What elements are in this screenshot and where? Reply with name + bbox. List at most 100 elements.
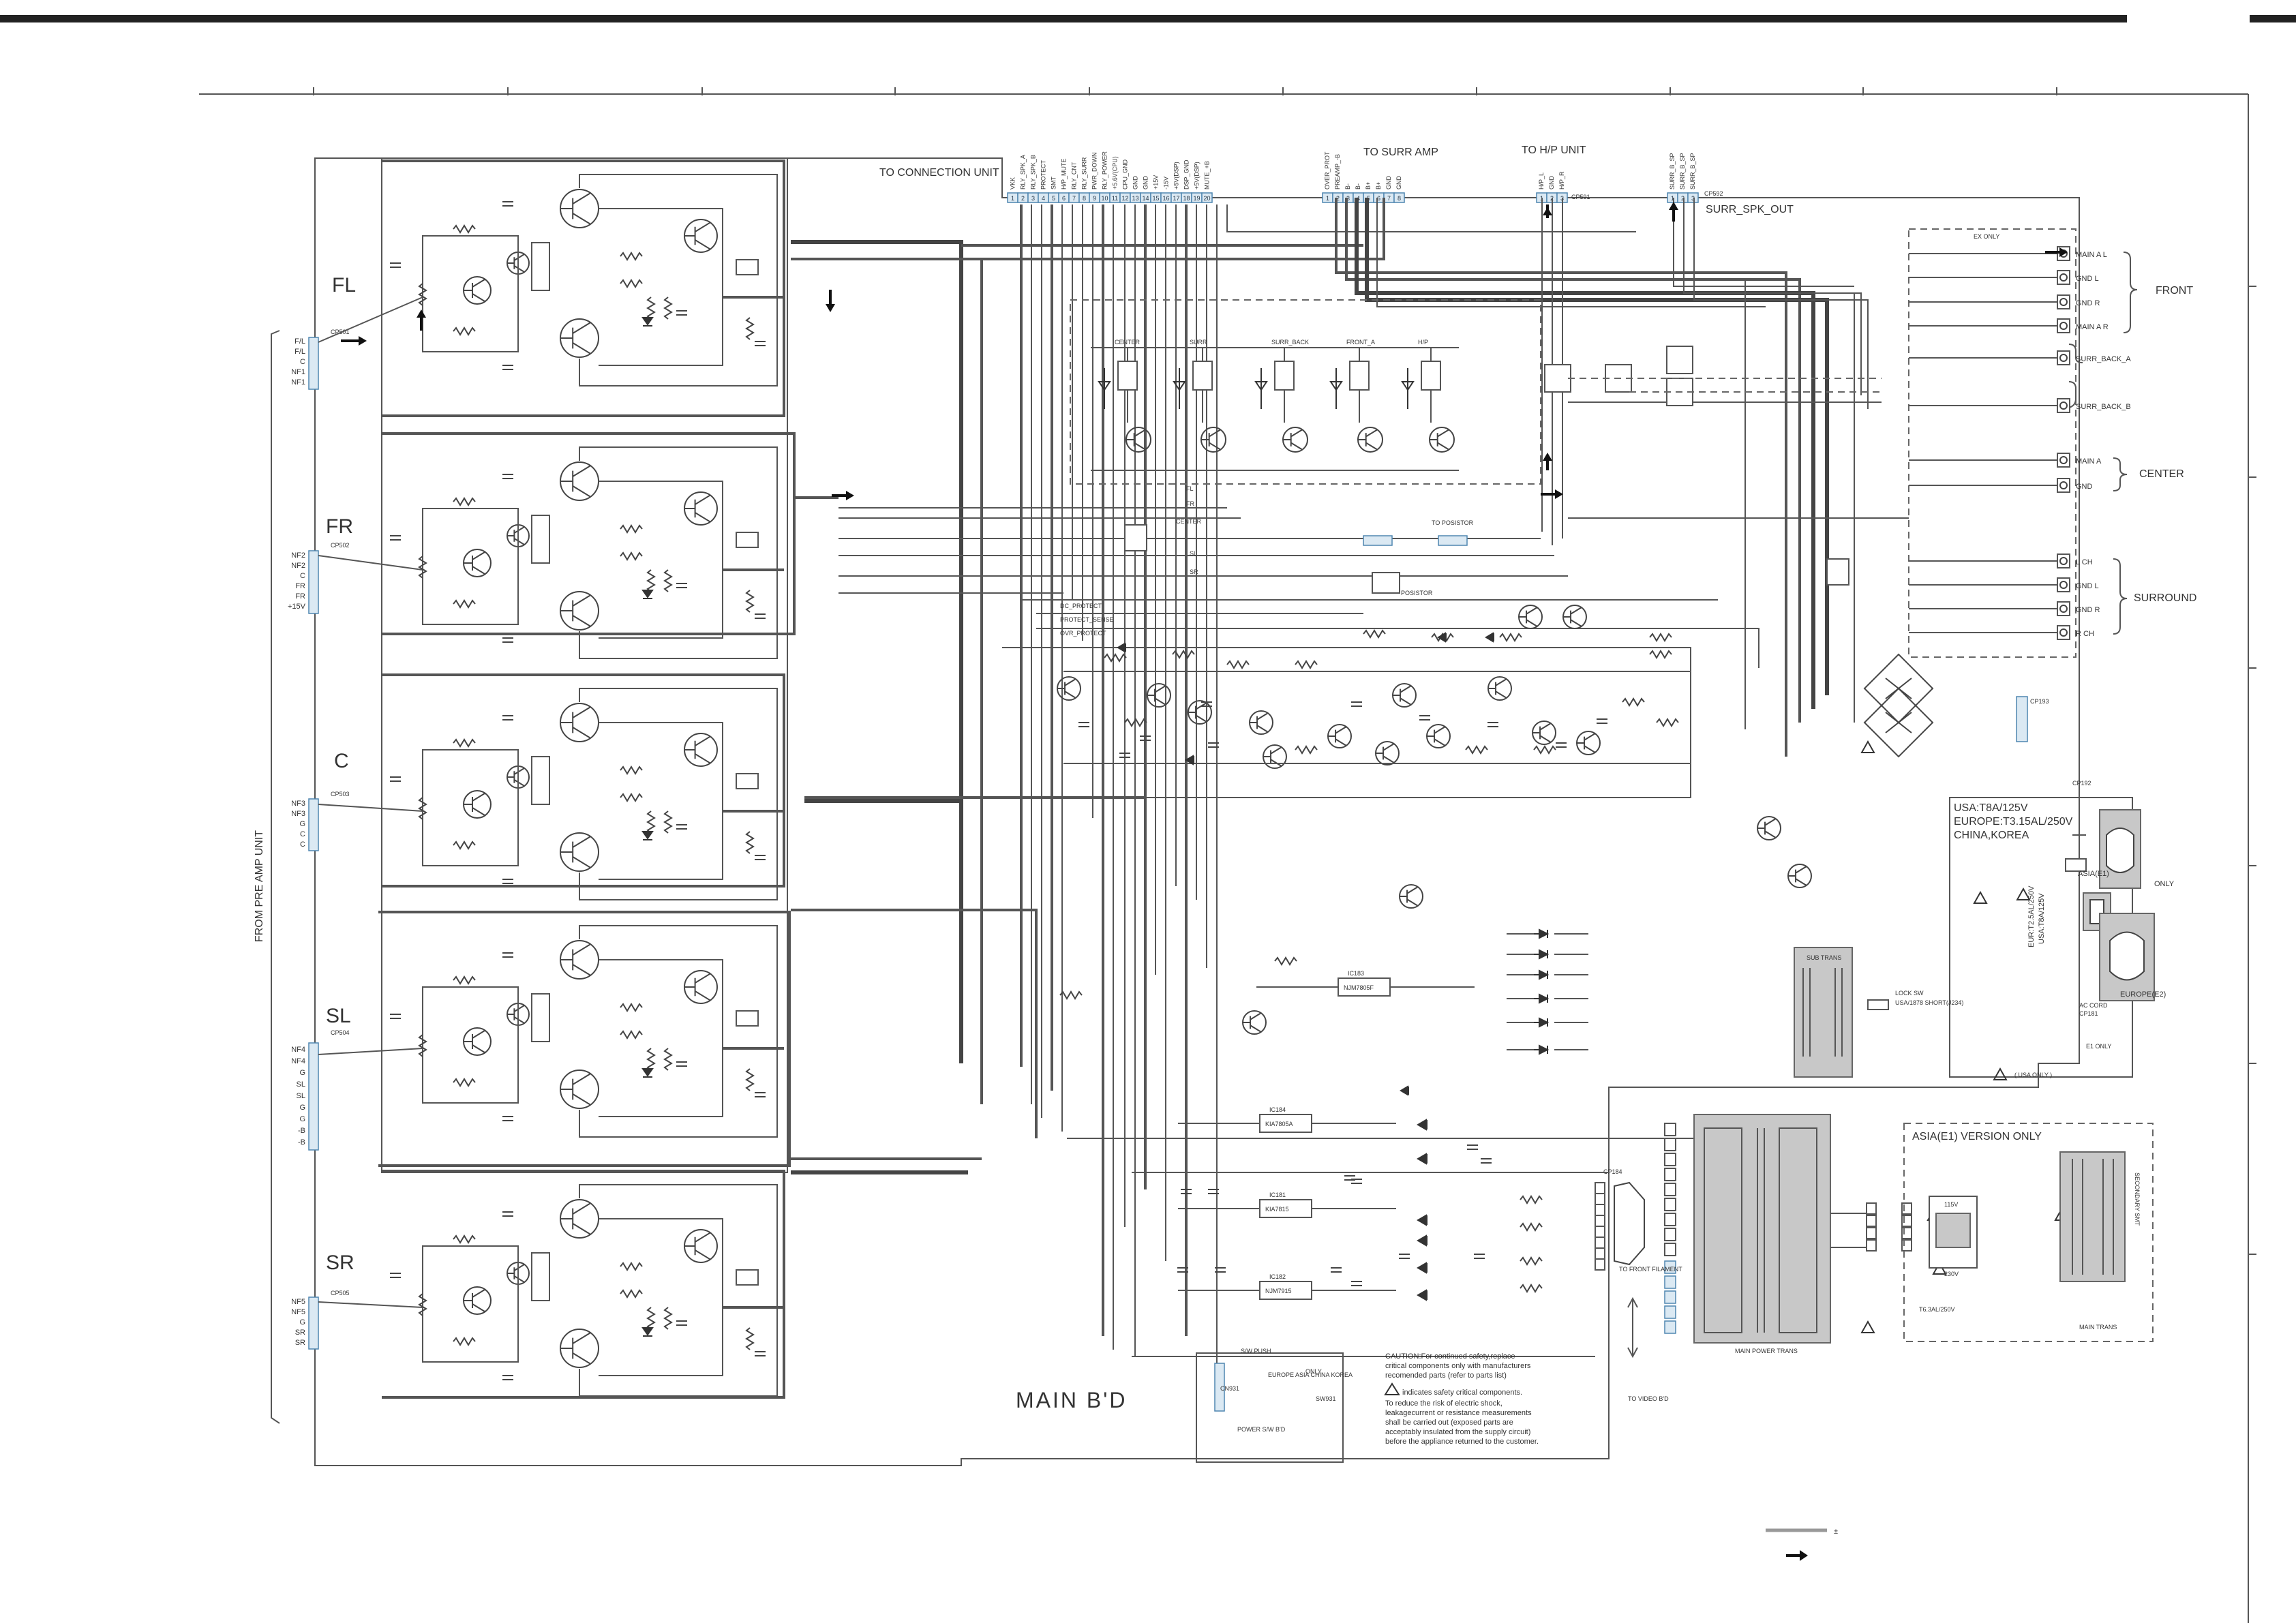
resistor-symbol — [663, 810, 673, 834]
resistor-symbol — [663, 297, 673, 320]
resistor-symbol — [1520, 1195, 1543, 1204]
cp184-pin — [1595, 1226, 1605, 1238]
main-trans-label: MAIN TRANS — [2079, 1324, 2117, 1331]
speaker-terminal: SURR_BACK_B — [1909, 398, 2131, 413]
e1-only-label: E1 ONLY — [2086, 1043, 2111, 1050]
terminal-post — [2057, 453, 2070, 468]
connector-id: CP505 — [331, 1290, 350, 1296]
resistor-symbol — [453, 975, 476, 985]
resistor-symbol — [620, 793, 643, 802]
lock-sw-label: LOCK SW — [1895, 990, 1924, 997]
filament-pin — [1664, 1275, 1676, 1289]
signal-label: DC_PROTECT — [1060, 603, 1102, 609]
secondary-pin — [1866, 1202, 1877, 1215]
output-coil — [736, 773, 759, 789]
transistor-leads — [1757, 818, 1776, 838]
resistor-symbol — [1622, 697, 1645, 707]
ac-cord-label: AC CORD — [2079, 1002, 2108, 1009]
resistor-symbol — [453, 738, 476, 748]
transistor-leads — [684, 973, 710, 1001]
input-connector-fl: CP501 F/L F/L C NF1 NF1 — [291, 329, 350, 390]
speaker-terminal-label: R CH — [2076, 630, 2094, 638]
regulator-id: IC183 — [1348, 970, 1364, 977]
to-hp-unit-label: TO H/P UNIT — [1522, 145, 1586, 156]
transistor-leads — [1147, 685, 1166, 706]
cp184-pin — [1595, 1182, 1605, 1194]
pin-label: NF5 — [291, 1308, 305, 1316]
asia-fuse-label: T6.3AL/250V — [1919, 1306, 1955, 1313]
transistor-leads — [1243, 1012, 1261, 1033]
terminal-screw — [2059, 456, 2068, 464]
usa-only-label: ( USA ONLY ) — [2014, 1072, 2052, 1078]
transistor-leads — [560, 1202, 590, 1235]
terminal-post — [2057, 577, 2070, 592]
supply-diode — [1417, 1214, 1428, 1226]
connector-pin-number: 6 — [1377, 195, 1380, 202]
filament-pin — [1664, 1260, 1676, 1274]
relay-coil — [1421, 361, 1441, 391]
pin-label: G — [299, 1318, 305, 1326]
capacitor-symbol — [1487, 722, 1498, 727]
resistor-symbol — [745, 317, 755, 340]
terminal-post — [2057, 294, 2070, 309]
capacitor-symbol — [755, 855, 766, 860]
to-surr-amp-label: TO SURR AMP — [1363, 147, 1438, 158]
transformer-pin — [1664, 1138, 1676, 1151]
connector-pin-number: 12 — [1121, 195, 1128, 202]
supply-diode — [1417, 1289, 1428, 1301]
connector-pin-label: RLY_SPK_B — [1030, 155, 1037, 189]
pin-label: SR — [295, 1339, 305, 1347]
main-transformer-core — [1704, 1127, 1817, 1333]
speaker-terminal-label: MAIN A R — [2076, 323, 2109, 331]
posistor-block: TO POSISTOR POSISTOR — [1363, 519, 1474, 596]
capacitor-symbol — [755, 613, 766, 619]
top-border-bar-right — [2250, 15, 2296, 22]
capacitor-symbol — [502, 1375, 513, 1380]
regulator-part: KIA7815 — [1265, 1206, 1289, 1213]
relay: SURR_BACK — [1254, 339, 1309, 453]
transistor-leads — [560, 706, 590, 739]
resistor-symbol — [745, 1068, 755, 1091]
signal-label: CENTER — [1176, 518, 1202, 525]
speaker-terminal: GND L — [1909, 270, 2099, 285]
connector-pin-number: 17 — [1173, 195, 1179, 202]
connector-pin-number: 6 — [1062, 195, 1066, 202]
capacitor-symbol — [755, 341, 766, 346]
terminal-screw — [2059, 605, 2068, 613]
svg-text:recomended parts (refer to par: recomended parts (refer to parts list) — [1385, 1371, 1507, 1380]
resistor-symbol — [646, 1307, 656, 1330]
capacitor-symbol — [390, 776, 401, 782]
regulator-body — [1259, 1114, 1312, 1133]
bias-block — [531, 1252, 550, 1301]
surround-group-label: SURROUND — [2134, 592, 2196, 604]
connector-pin-number: 2 — [1336, 195, 1340, 202]
supply-diode — [1417, 1262, 1428, 1274]
pin-label: -B — [298, 1138, 305, 1147]
connector-pin-number: 7 — [1387, 195, 1391, 202]
connector-pin-label: -15V — [1163, 177, 1170, 189]
diode-symbol — [1117, 642, 1126, 653]
pin-label: C — [300, 830, 305, 838]
ex-only-box — [1908, 228, 2076, 658]
transistor-leads — [560, 1332, 590, 1365]
connector-pin-label: H/P_MUTE — [1061, 158, 1068, 189]
resistor-symbol — [1465, 745, 1488, 755]
asia-e1-label: ASIA(E1) — [2078, 870, 2109, 878]
resistor-symbol — [1059, 990, 1083, 1000]
connector-pin-number: 3 — [1031, 195, 1035, 202]
surr-spk-out-label: SURR_SPK_OUT — [1706, 204, 1794, 215]
resistor-symbol — [646, 569, 656, 592]
rectifier-connector-id: CP193 — [2030, 698, 2049, 705]
power-switch-box — [1196, 1352, 1344, 1463]
fuse-note-2: EUROPE:T3.15AL/250V — [1954, 816, 2073, 828]
resistor-symbol — [453, 1337, 476, 1346]
signal-label: OVR_PROTECT — [1060, 630, 1106, 637]
pin-label: SR — [295, 1329, 305, 1337]
regulator-part: NJM7805F — [1344, 984, 1374, 991]
terminal-post — [2057, 553, 2070, 568]
channel-label-c: C — [334, 750, 349, 772]
